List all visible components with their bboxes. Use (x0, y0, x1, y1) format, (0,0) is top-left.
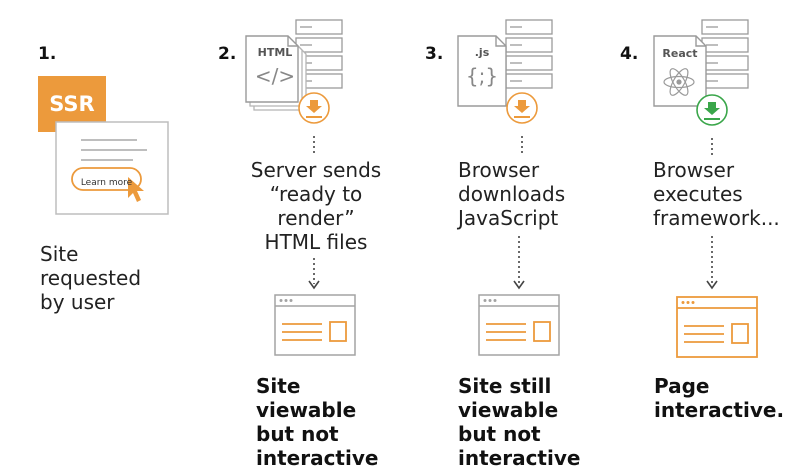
cursor-arrow-icon (128, 177, 144, 202)
result-line: interactive (256, 446, 379, 470)
dotted-connector (313, 136, 315, 153)
step-3-number: 3. (425, 44, 444, 64)
learn-more-label: Learn more (80, 178, 133, 188)
download-arrow-icon (514, 100, 530, 113)
dotted-down-arrow (513, 236, 525, 290)
browser-window-gray (478, 294, 560, 356)
browser-window-interactive (676, 296, 758, 358)
step-2-caption: Server sends “ready to render” HTML file… (232, 158, 400, 254)
result-line: Site still (458, 374, 552, 398)
file-list-row (701, 19, 749, 35)
caption-line: JavaScript (458, 206, 559, 230)
site-request-illustration (55, 121, 169, 215)
step-3-result: Site still viewable but not interactive (458, 374, 580, 470)
html-file-label: HTML (257, 46, 293, 59)
result-line: interactive (458, 446, 581, 470)
react-files-illustration (653, 19, 749, 126)
dotted-connector (711, 138, 713, 155)
react-atom-icon (663, 68, 695, 96)
caption-line: by user (40, 290, 115, 314)
caption-line: render” (277, 206, 355, 230)
react-file-label: React (662, 47, 698, 60)
result-line: interactive. (654, 398, 785, 422)
step-1-caption: Site requested by user (40, 242, 141, 314)
file-list-row (295, 19, 343, 35)
result-line: viewable (256, 398, 357, 422)
caption-line: requested (40, 266, 142, 290)
browser-window-frame (676, 296, 758, 358)
result-line: Page (654, 374, 710, 398)
learn-more-button (71, 167, 142, 191)
download-arrow-icon (306, 100, 322, 113)
browser-window-frame (478, 294, 560, 356)
step-2-number: 2. (218, 44, 237, 64)
dotted-down-arrow (308, 258, 320, 290)
download-arrow-icon (704, 102, 720, 115)
step-4-number: 4. (620, 44, 639, 64)
web-page-card (55, 121, 169, 215)
dotted-down-arrow (706, 236, 718, 290)
caption-line: Browser (458, 158, 540, 182)
result-line: but not (458, 422, 541, 446)
js-file-label: .js (474, 46, 490, 59)
caption-line: framework... (653, 206, 780, 230)
code-brackets-glyph: </> (254, 64, 296, 88)
step-4-result: Page interactive. (654, 374, 784, 422)
step-2-result: Site viewable but not interactive (256, 374, 378, 470)
caption-line: HTML files (264, 230, 368, 254)
caption-line: “ready to (269, 182, 363, 206)
ssr-badge-label: SSR (49, 92, 95, 116)
curly-braces-glyph: {;} (465, 64, 499, 88)
step-4-caption: Browser executes framework... (653, 158, 780, 230)
js-document-icon (457, 35, 507, 107)
file-list-row (505, 19, 553, 35)
html-files-illustration (245, 19, 343, 124)
step-3-caption: Browser downloads JavaScript (458, 158, 565, 230)
browser-window-gray (274, 294, 356, 356)
html-document-icon (245, 35, 299, 103)
caption-line: Browser (653, 158, 735, 182)
caption-line: executes (653, 182, 743, 206)
file-list-row (505, 37, 553, 53)
browser-window-frame (274, 294, 356, 356)
result-line: Site (256, 374, 301, 398)
step-1-number: 1. (38, 44, 57, 64)
caption-line: Site (40, 242, 79, 266)
result-line: but not (256, 422, 339, 446)
caption-line: downloads (458, 182, 566, 206)
result-line: viewable (458, 398, 559, 422)
caption-line: Server sends (250, 158, 382, 182)
dotted-connector (521, 136, 523, 153)
js-files-illustration (457, 19, 553, 124)
